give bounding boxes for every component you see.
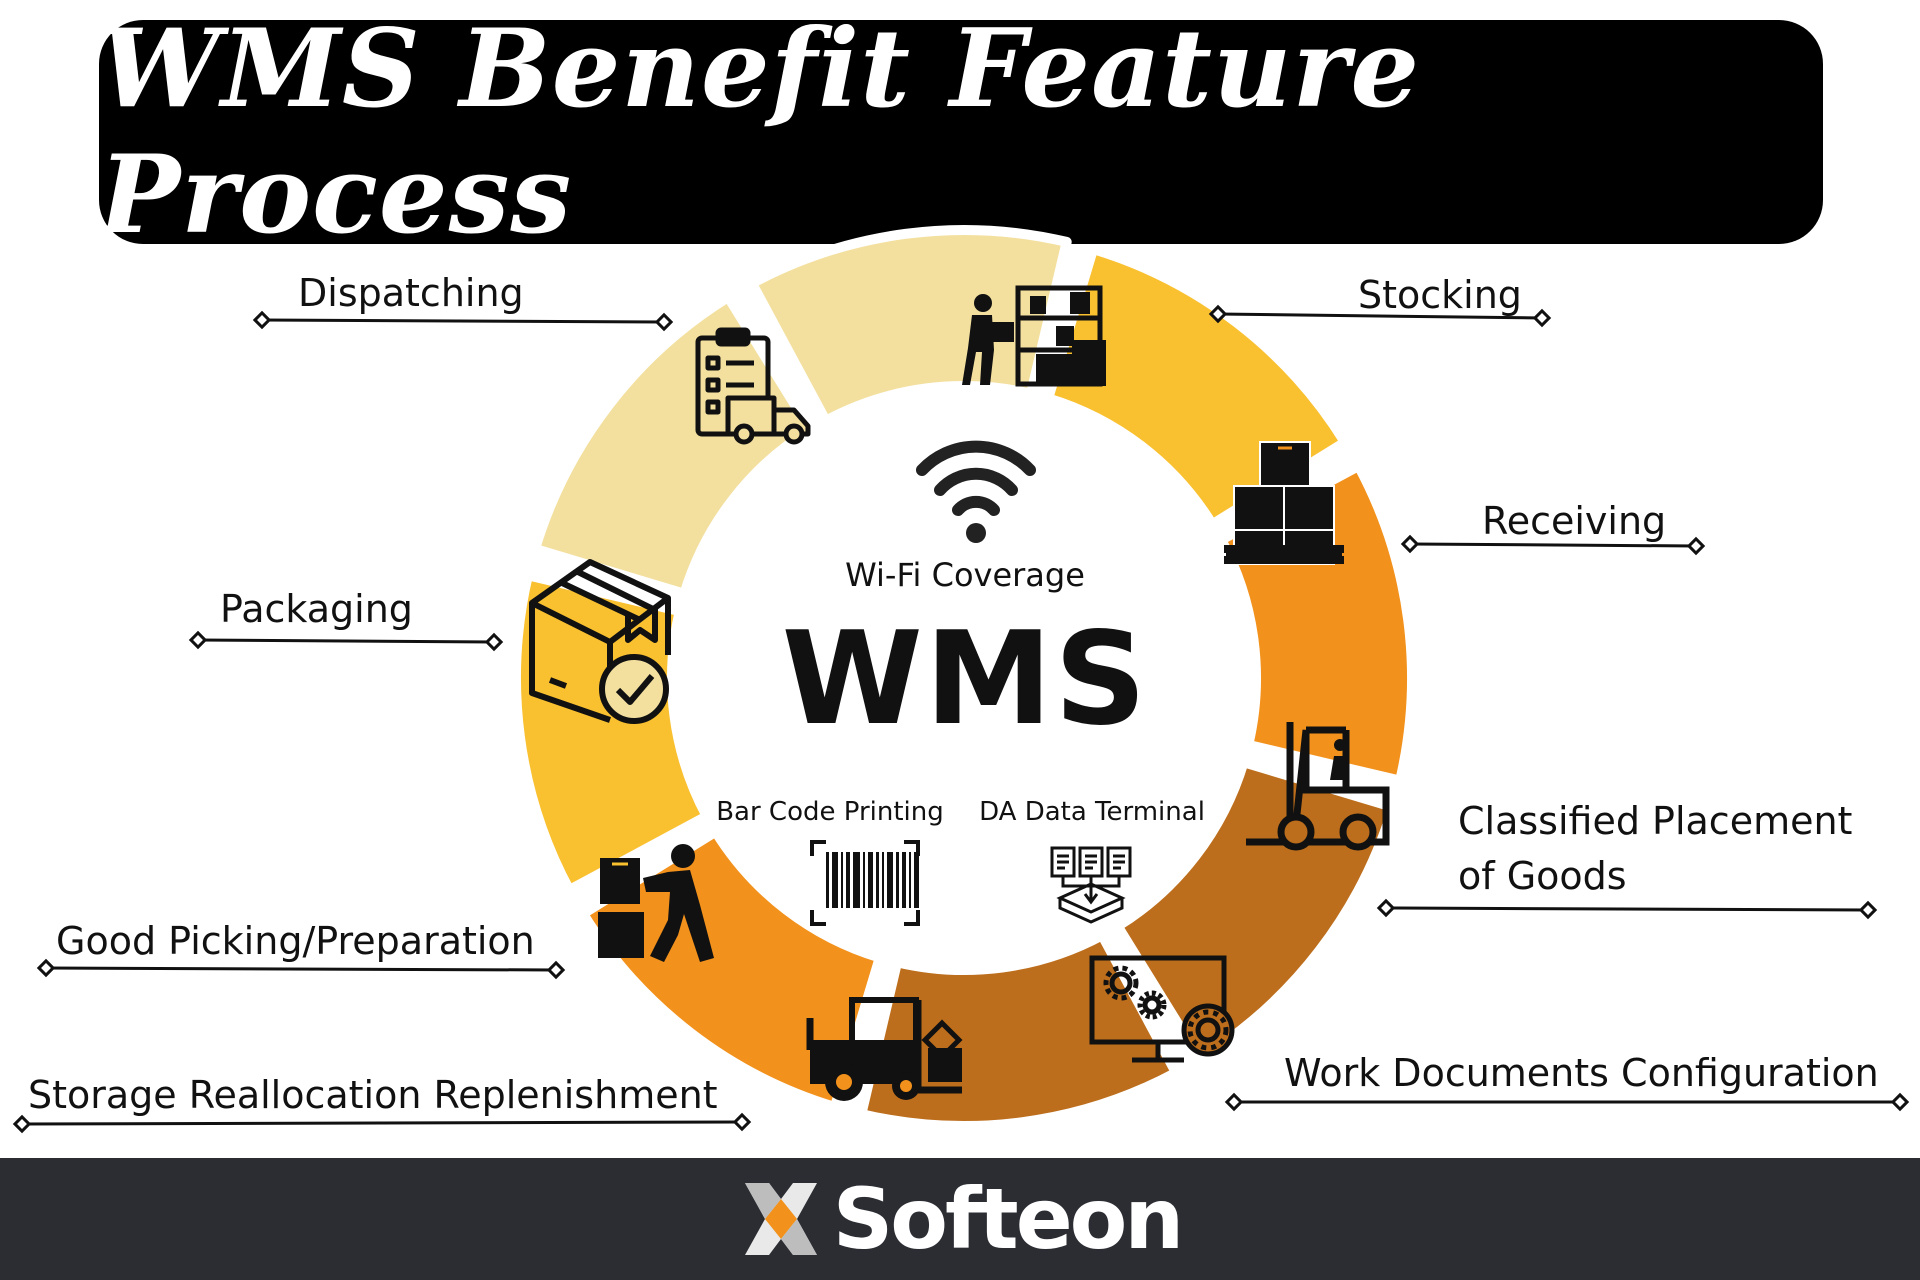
connector-diamond [1400,534,1420,554]
wms-center-label: WMS [781,605,1149,754]
barcode-bar [914,852,919,908]
page-title: WMS Benefit Feature Process [99,6,1421,258]
connector-diamond [1224,1092,1244,1112]
connector-line-5 [21,1120,743,1126]
ring-segments [511,225,1417,1131]
label-receiving: Receiving [1482,499,1667,543]
connector-diamond [484,632,504,652]
stacked-boxes-pallet-icon [1224,441,1344,565]
barcode-bar [826,852,829,908]
forklift-boxes-icon [806,997,963,1101]
barcode-icon [810,840,920,926]
connector-line-1 [1217,312,1543,320]
connector-diamond [546,960,566,980]
warehouse-worker-shelves-icon [962,285,1106,387]
ring-segment-3 [1112,757,1398,1064]
connector-line-3 [1385,906,1869,912]
ring-segment-5 [578,826,885,1112]
label-storage-reallocation: Storage Reallocation Replenishment [28,1073,718,1117]
label-connectors [12,304,1910,1134]
label-classified-placement: Classified Placement of Goods [1458,794,1852,904]
footer-bar: Softeon [0,1158,1920,1280]
connector-line-6 [45,966,557,972]
forklift-icon [1246,722,1390,851]
center-disk [674,388,1254,968]
barcode-printing-label: Bar Code Printing [716,797,944,827]
label-classified-placement-line1: Classified Placement [1458,799,1853,843]
process-ring-diagram [12,225,1910,1134]
barcode-bar [902,852,906,908]
connector-diamond [36,958,56,978]
connector-diamond [1858,900,1878,920]
connector-diamond [1532,308,1552,328]
barcode-bar [853,852,860,908]
barcode-bar [896,852,899,908]
ring-segment-7 [530,292,816,599]
connector-diamond [1686,536,1706,556]
connector-line-2 [1409,542,1697,548]
connector-diamond [12,1114,32,1134]
wifi-icon [916,440,1036,543]
monitor-gears-icon [1089,955,1235,1063]
connector-line-8 [261,318,665,324]
data-terminal-label: DA Data Terminal [979,797,1205,827]
connector-diamond [188,630,208,650]
barcode-bar [846,852,850,908]
ring-segment-6 [511,570,712,896]
connector-diamond [1890,1092,1910,1112]
barcode-bar [841,852,843,908]
barcode-bar [832,852,838,908]
connector-diamond [654,312,674,332]
label-classified-placement-line2: of Goods [1458,854,1627,899]
label-good-picking: Good Picking/Preparation [56,919,535,963]
package-check-icon [529,559,671,724]
wifi-coverage-label: Wi-Fi Coverage [845,556,1085,594]
connector-line-7 [197,638,495,644]
connector-diamond [1208,304,1228,324]
label-stocking: Stocking [1358,273,1522,317]
label-work-documents: Work Documents Configuration [1284,1051,1879,1095]
barcode-bar [909,852,911,908]
barcode-bar [887,852,893,908]
connector-diamond [252,310,272,330]
barcode-bar [863,852,865,908]
barcode-bar [882,852,884,908]
softeon-logo-text: Softeon [832,1170,1184,1268]
label-packaging: Packaging [220,587,413,631]
barcode-bar [876,852,879,908]
connector-diamond [1376,898,1396,918]
softeon-logo-mark-icon [744,1183,817,1255]
connector-diamond [732,1112,752,1132]
barcode-bar [868,852,873,908]
barcode-bars [826,852,919,908]
checklist-truck-icon [695,327,811,445]
label-dispatching: Dispatching [298,271,524,315]
title-banner: WMS Benefit Feature Process [99,6,1823,258]
worker-pushing-boxes-icon [598,844,714,962]
data-terminal-icon [1050,846,1132,924]
